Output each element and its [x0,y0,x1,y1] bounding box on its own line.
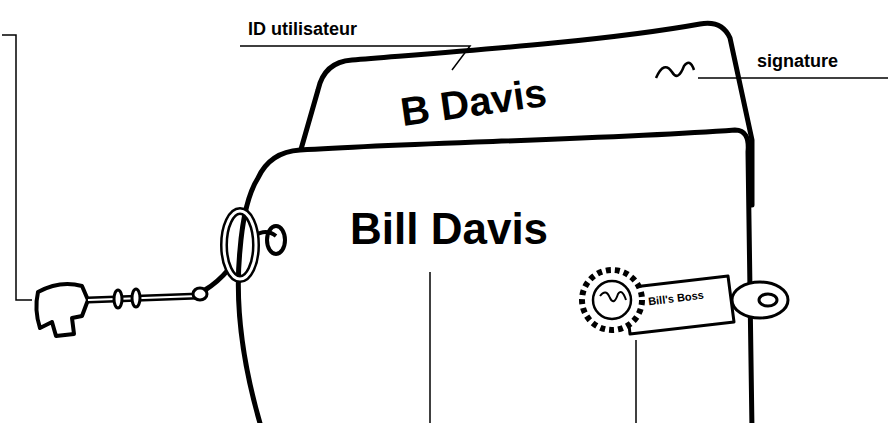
tag-outline [225,120,755,423]
luggage-tag: Bill Davis [225,120,755,423]
luggage-tag: Bill's Boss [570,255,795,350]
callout-label: signature [757,52,838,72]
key [36,270,228,336]
leader-line [2,35,32,300]
callout-label: ID utilisateur [248,20,357,40]
tag-text: Bill Davis [350,205,548,253]
